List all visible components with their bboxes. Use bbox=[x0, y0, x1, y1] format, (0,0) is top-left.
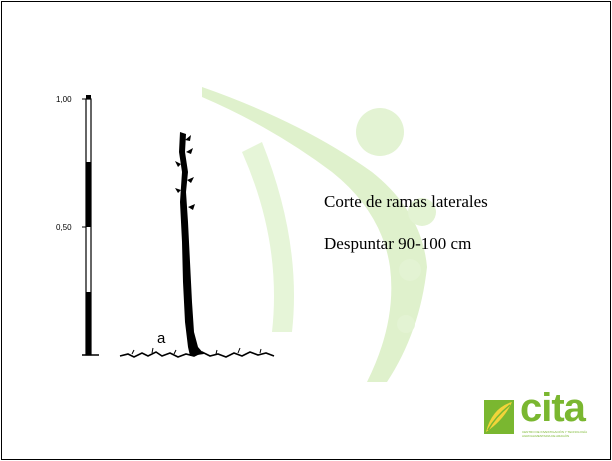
ground-line bbox=[119, 351, 275, 358]
plant-stem bbox=[179, 132, 204, 356]
text-line-2: Despuntar 90-100 cm bbox=[324, 234, 472, 253]
scale-label-top: 1,00 bbox=[56, 95, 72, 104]
scale-label-mid: 0,50 bbox=[56, 223, 72, 232]
measuring-scale bbox=[82, 95, 99, 356]
logo-subtitle: CENTRO DE INVESTIGACIÓN Y TECNOLOGÍA AGR… bbox=[522, 430, 588, 438]
cita-logo: cita CENTRO DE INVESTIGACIÓN Y TECNOLOGÍ… bbox=[482, 386, 597, 444]
logo-wordmark: cita bbox=[520, 386, 586, 430]
text-line-1: Corte de ramas laterales bbox=[324, 192, 488, 211]
leaf-icon bbox=[484, 400, 514, 434]
plant-label: a bbox=[157, 330, 166, 347]
